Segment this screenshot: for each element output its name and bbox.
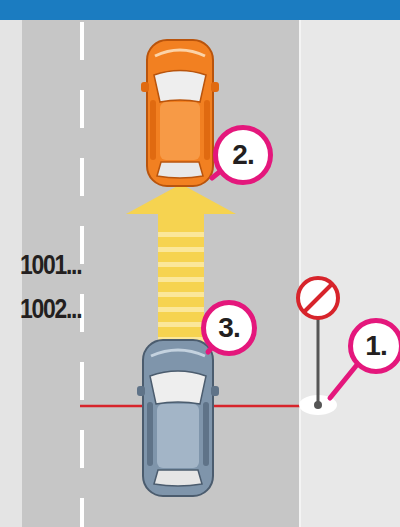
front-car	[141, 40, 219, 186]
left-verge	[0, 20, 22, 527]
callout-circle: 1.	[348, 318, 400, 374]
callout-circle: 2.	[213, 125, 273, 185]
right-verge	[300, 20, 400, 527]
count-label: 1002...	[20, 294, 81, 325]
callout-number: 2.	[232, 139, 253, 171]
rear-car	[137, 340, 219, 496]
header-band	[0, 0, 400, 20]
callout-leaders	[208, 170, 356, 398]
callout-number: 1.	[365, 330, 386, 362]
callout-circle: 3.	[201, 300, 257, 356]
edge-line	[299, 20, 301, 527]
count-label: 1001...	[20, 250, 81, 281]
callout-number: 3.	[218, 312, 239, 344]
